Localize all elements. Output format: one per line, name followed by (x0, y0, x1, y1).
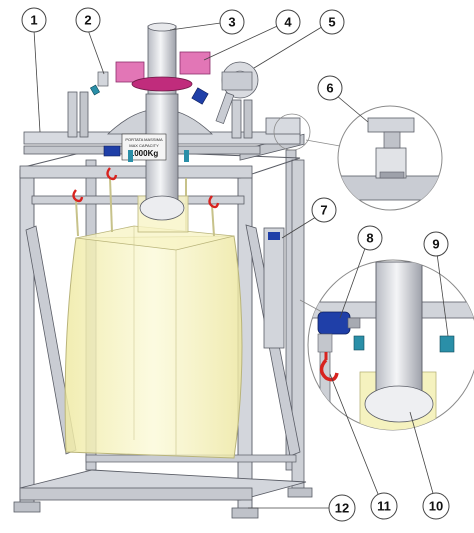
load-cell-highlight (273, 113, 311, 151)
upper-rail-front (19, 165, 253, 179)
callout-label-9: 9 (432, 237, 439, 252)
right-riser (231, 99, 242, 139)
callout-label-10: 10 (429, 499, 443, 514)
left-riser-2 (79, 91, 89, 138)
callout-9: 9 (423, 231, 449, 257)
pink-block-right (179, 51, 211, 75)
callout-8: 8 (357, 225, 383, 251)
hook-right (208, 195, 220, 209)
pink-block-left (115, 61, 145, 83)
zoom-sensor-right (439, 335, 455, 353)
left-riser (67, 91, 78, 138)
clamp-ring (131, 76, 193, 92)
foot-right (231, 507, 259, 519)
callout-2: 2 (75, 7, 101, 33)
bag-top (75, 225, 235, 251)
foot-left (13, 501, 41, 513)
callout-7: 7 (311, 197, 337, 223)
callout-label-12: 12 (335, 501, 349, 516)
callout-6: 6 (317, 75, 343, 101)
inflatable-seal (139, 195, 185, 221)
callout-12: 12 (328, 494, 356, 522)
sign-line-1: PORTATA MASSIMA (125, 137, 163, 142)
blower (191, 61, 259, 125)
end-cap-right (265, 117, 301, 135)
callout-10: 10 (422, 492, 450, 520)
callout-label-3: 3 (228, 15, 235, 30)
sign-line-3: 1000Kg (130, 149, 159, 158)
callout-3: 3 (219, 9, 245, 35)
callout-label-6: 6 (326, 81, 333, 96)
zoom-inflatable-seal (364, 385, 434, 423)
callout-5: 5 (319, 9, 345, 35)
callout-label-7: 7 (320, 203, 327, 218)
callout-11: 11 (370, 492, 398, 520)
bag-body (64, 235, 243, 459)
callout-1: 1 (21, 7, 47, 33)
sensor-right (184, 150, 189, 162)
right-riser-2 (243, 99, 253, 139)
switch-box-2 (97, 71, 109, 87)
zoom-hook (319, 358, 339, 382)
detail-circle-filling-spout (299, 259, 474, 431)
filling-head: PORTATA MASSIMA MAX CAPACITY 1000Kg (72, 22, 285, 349)
blue-valve-beam (103, 145, 121, 157)
sensor-left (128, 150, 133, 162)
callout-label-8: 8 (366, 231, 373, 246)
hook-left (72, 189, 84, 203)
zoom-spout (375, 261, 423, 403)
zoom-blue-valve (317, 311, 351, 335)
bottom-rail-front (19, 487, 253, 501)
side-panel-7 (263, 227, 285, 349)
bag-loop-right (211, 204, 215, 237)
zoom-sensor-left (353, 335, 365, 351)
bag-loop-left (75, 199, 79, 237)
hook-mid (106, 167, 118, 181)
callout-4: 4 (275, 9, 301, 35)
callout-label-4: 4 (284, 15, 292, 30)
callout-label-1: 1 (30, 13, 37, 28)
callout-label-2: 2 (84, 13, 91, 28)
sign-line-2: MAX CAPACITY (129, 143, 159, 148)
teal-knob (89, 84, 101, 96)
callout-label-11: 11 (377, 499, 391, 514)
detail-circle-load-cell (305, 105, 443, 211)
bag-loop-mid (109, 177, 113, 233)
callout-label-5: 5 (328, 15, 335, 30)
foot-rear (287, 487, 313, 498)
blue-valve-top (191, 87, 209, 105)
front-left-post (19, 169, 35, 511)
